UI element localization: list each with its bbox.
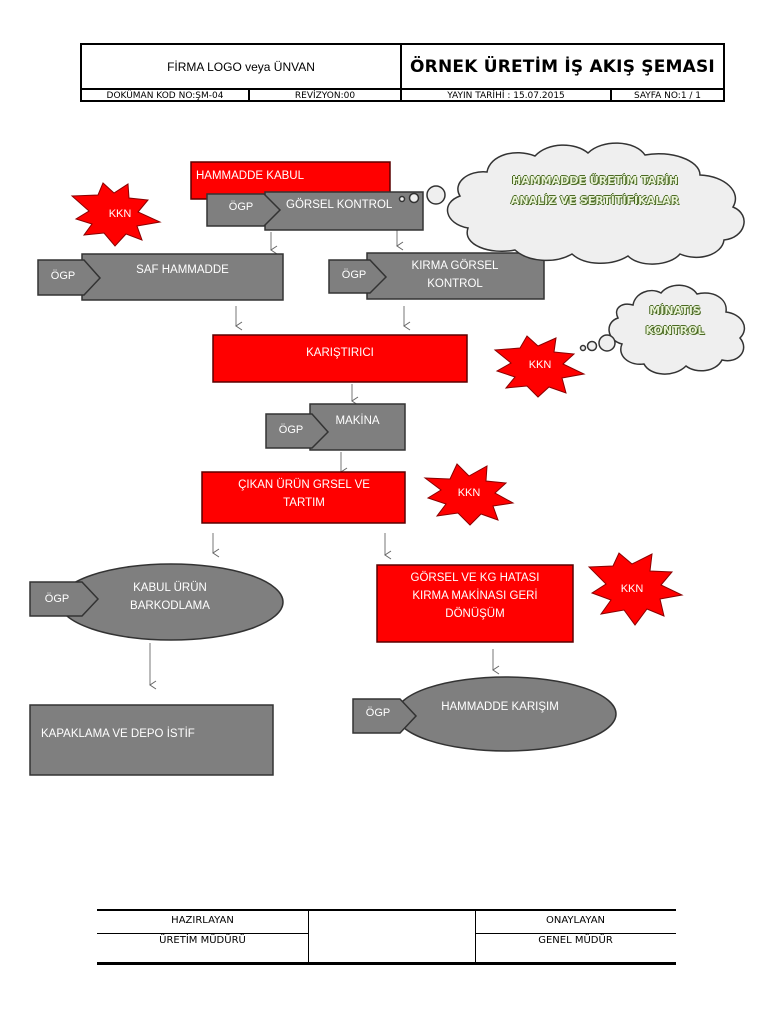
karistirici-label: KARIŞTIRICI bbox=[306, 347, 374, 359]
document-title: ÖRNEK ÜRETİM İŞ AKIŞ ŞEMASI bbox=[410, 56, 715, 77]
revision: REVİZYON:00 bbox=[250, 90, 402, 102]
kkn-label: KKN bbox=[108, 208, 132, 220]
makina-box bbox=[309, 403, 406, 451]
cikan-urun-label-line1: ÇIKAN ÜRÜN GRSEL VE bbox=[238, 479, 370, 491]
gorsel-kg-label-line2: KIRMA MAKİNASI GERİ bbox=[412, 590, 538, 602]
prepared-by-label: HAZIRLAYAN bbox=[171, 915, 234, 926]
gorsel-kontrol-label: GÖRSEL KONTROL bbox=[286, 199, 393, 211]
saf-hammadde-label: SAF HAMMADDE bbox=[136, 264, 229, 276]
ogp-label: ÖGP bbox=[44, 593, 70, 605]
header-info-row: DOKÜMAN KOD NO:ŞM-04 REVİZYON:00 YAYIN T… bbox=[82, 88, 723, 102]
publish-date: YAYIN TARİHİ : 15.07.2015 bbox=[402, 90, 612, 102]
analiz-cloud-line1: HAMMADDE ÜRETİM TARİH bbox=[512, 174, 678, 187]
kkn-label: KKN bbox=[457, 487, 481, 499]
minatis-cloud-line2: KONTROL bbox=[645, 324, 705, 337]
gorsel-kg-label-line3: DÖNÜŞÜM bbox=[445, 608, 505, 620]
footer-divider-left bbox=[308, 911, 309, 964]
approved-by-label: ONAYLAYAN bbox=[545, 915, 606, 926]
kkn-label: KKN bbox=[528, 359, 552, 371]
cikan-urun-label-line2: TARTIM bbox=[283, 497, 325, 509]
footer-divider-right bbox=[475, 911, 476, 964]
header-table: FİRMA LOGO veya ÜNVAN ÖRNEK ÜRETİM İŞ AK… bbox=[80, 43, 725, 102]
kkn-star-icons bbox=[70, 182, 684, 626]
kapaklama-label: KAPAKLAMA VE DEPO İSTİF bbox=[41, 728, 195, 740]
kabul-urun-label-line2: BARKODLAMA bbox=[130, 600, 210, 612]
cloud-callouts bbox=[398, 142, 746, 375]
ogp-label: ÖGP bbox=[228, 201, 254, 213]
analiz-cloud bbox=[446, 142, 745, 265]
kapaklama-box bbox=[29, 704, 274, 776]
ogp-label: ÖGP bbox=[341, 269, 367, 281]
footer-row-line-left bbox=[97, 933, 308, 934]
kabul-urun-label-line1: KABUL ÜRÜN bbox=[133, 582, 207, 594]
karistirici-box bbox=[212, 334, 468, 383]
makina-label: MAKİNA bbox=[335, 415, 380, 427]
signature-table: HAZIRLAYAN ÜRETİM MÜDÜRÜ ONAYLAYAN GENEL… bbox=[97, 909, 676, 965]
page-number: SAYFA NO:1 / 1 bbox=[633, 91, 702, 101]
hammadde-karisim-label: HAMMADDE KARIŞIM bbox=[441, 701, 559, 713]
footer-row-line-right bbox=[475, 933, 676, 934]
minatis-cloud-line1: MİNATIS bbox=[649, 304, 701, 317]
approved-by-role: GENEL MÜDÜR bbox=[538, 935, 613, 946]
ogp-label: ÖGP bbox=[365, 707, 391, 719]
ogp-pentagons bbox=[29, 193, 418, 734]
kirma-gorsel-label-line2: KONTROL bbox=[427, 278, 483, 290]
gorsel-kg-label-line1: GÖRSEL VE KG HATASI bbox=[410, 572, 540, 584]
prepared-by-role: ÜRETİM MÜDÜRÜ bbox=[159, 935, 246, 946]
kkn-label: KKN bbox=[620, 583, 644, 595]
analiz-cloud-line2: ANALİZ VE SERTİTİFİKALAR bbox=[510, 194, 680, 207]
flow-arrows bbox=[149, 171, 500, 690]
kirma-gorsel-label-line1: KIRMA GÖRSEL bbox=[411, 260, 499, 272]
cikan-urun-box bbox=[201, 471, 406, 524]
ogp-label: ÖGP bbox=[50, 270, 76, 282]
company-logo-cell: FİRMA LOGO veya ÜNVAN bbox=[82, 45, 402, 88]
doc-code: DOKÜMAN KOD NO:ŞM-04 bbox=[82, 90, 250, 102]
ogp-label: ÖGP bbox=[278, 424, 304, 436]
gorsel-kg-hatasi-box bbox=[376, 564, 574, 643]
hammadde-kabul-label: HAMMADDE KABUL bbox=[196, 170, 304, 182]
